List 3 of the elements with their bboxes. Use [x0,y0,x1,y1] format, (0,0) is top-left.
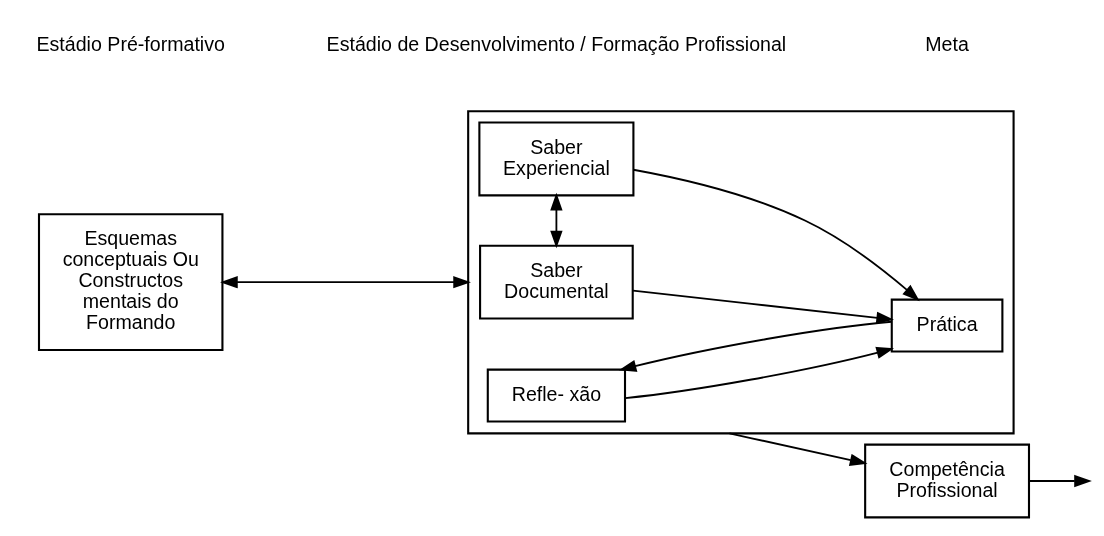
label: Meta [925,32,969,55]
label: Estádio Pré-formativo [36,32,225,55]
label: Estádio de Desenvolvimento / Formação Profissional [326,32,787,55]
